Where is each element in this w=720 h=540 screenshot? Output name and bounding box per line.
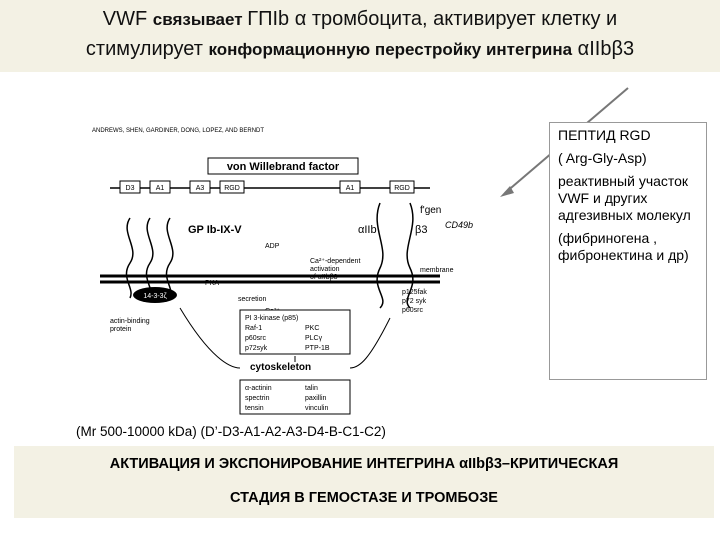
title-line-2: стимулирует конформационную перестройку …: [0, 38, 720, 61]
bottom-line-2: СТАДИЯ В ГЕМОСТАЗЕ И ТРОМБОЗЕ: [230, 490, 498, 506]
svg-text:D3: D3: [126, 185, 135, 192]
svg-text:A1: A1: [346, 185, 355, 192]
gp-label: GP Ib-IX-V: [188, 224, 242, 236]
vwf-domains-right: A1 RGD: [339, 180, 415, 194]
vwf-structure-caption: (Mr 500-10000 kDa) (D’-D3-A1-A2-A3-D4-B-…: [76, 424, 386, 439]
title-banner: VWF связывает ГПIb α тромбоцита, активир…: [0, 0, 720, 72]
ca-text-3: of αIIbβ3: [310, 274, 338, 281]
fgen-label: f'gen: [420, 205, 441, 216]
figure-authors: ANDREWS, SHEN, GARDINER, DONG, LOPEZ, AN…: [92, 128, 264, 134]
kinase-mid-3: p60src: [245, 335, 267, 342]
cytoskeleton-label: cytoskeleton: [250, 362, 311, 373]
svg-text:paxillin: paxillin: [305, 395, 327, 402]
ca-text-2: activation: [310, 266, 340, 273]
membrane-label: membrane: [420, 267, 454, 274]
title-binds: связывает: [152, 10, 248, 29]
vwf-label: von Willebrand factor: [227, 161, 340, 173]
adp-label: ADP: [265, 243, 280, 250]
svg-text:RGD: RGD: [224, 185, 240, 192]
kinase-mid-7: PTP-1B: [305, 345, 330, 352]
alpha-iib-label: αIIb: [358, 224, 377, 236]
actin-binding-2: protein: [110, 326, 132, 333]
title-line-1: VWF связывает ГПIb α тромбоцита, активир…: [0, 8, 720, 31]
title-conformation: конформационную перестройку интегрина: [208, 40, 573, 59]
title-rest-1: ГПIb α тромбоцита, активирует клетку и: [247, 8, 618, 30]
integrin-shape: [376, 202, 414, 309]
kinase-right-2: p72 syk: [402, 298, 427, 305]
kinase-mid-5: PKC: [305, 325, 319, 332]
kinase-mid-6: PLCγ: [305, 335, 323, 342]
pka-label: PKA: [205, 280, 219, 287]
kinase-mid-2: Raf-1: [245, 325, 262, 332]
rgd-molecules: (фибриногена , фибронектина и др): [558, 230, 689, 263]
bottom-banner: АКТИВАЦИЯ И ЭКСПОНИРОВАНИЕ ИНТЕГРИНА αII…: [14, 446, 714, 518]
kinase-right-3: p60src: [402, 307, 424, 314]
rgd-title: ПЕПТИД RGD: [558, 127, 651, 143]
cd49b-label: CD49b: [445, 220, 473, 230]
rgd-description: реактивный участок VWF и других адгезивн…: [558, 173, 691, 223]
vwf-signaling-diagram: ANDREWS, SHEN, GARDINER, DONG, LOPEZ, AN…: [92, 128, 473, 415]
secretion-label: secretion: [238, 296, 267, 303]
svg-text:A1: A1: [156, 185, 165, 192]
svg-text:spectrin: spectrin: [245, 395, 270, 402]
title-vwf: VWF: [102, 8, 153, 30]
svg-text:talin: talin: [305, 385, 318, 392]
ca-text-1: Ca²⁺-dependent: [310, 258, 360, 265]
vwf-domains-left: D3 A1 A3 RGD: [119, 180, 245, 194]
kinase-right-1: p125fak: [402, 289, 427, 296]
kinase-mid-1: PI 3-kinase (p85): [245, 315, 298, 322]
rgd-info-box: ПЕПТИД RGD ( Arg-Gly-Asp) реактивный уча…: [549, 122, 707, 380]
actin-binding-1: actin-binding: [110, 318, 150, 325]
bottom-line-1: АКТИВАЦИЯ И ЭКСПОНИРОВАНИЕ ИНТЕГРИНА αII…: [109, 456, 619, 472]
kinase-mid-4: p72syk: [245, 345, 268, 352]
svg-text:A3: A3: [196, 185, 205, 192]
rgd-sequence: ( Arg-Gly-Asp): [558, 150, 647, 166]
svg-text:α-actinin: α-actinin: [245, 385, 272, 392]
beta3-label: β3: [415, 224, 427, 236]
svg-text:RGD: RGD: [394, 185, 410, 192]
title-stimulates: стимулирует: [85, 38, 209, 60]
title-integrin: αIIbβ3: [572, 38, 635, 60]
svg-text:vinculin: vinculin: [305, 405, 328, 412]
svg-text:tensin: tensin: [245, 405, 264, 412]
protein-14-3-3: 14-3-3ζ: [143, 293, 166, 300]
